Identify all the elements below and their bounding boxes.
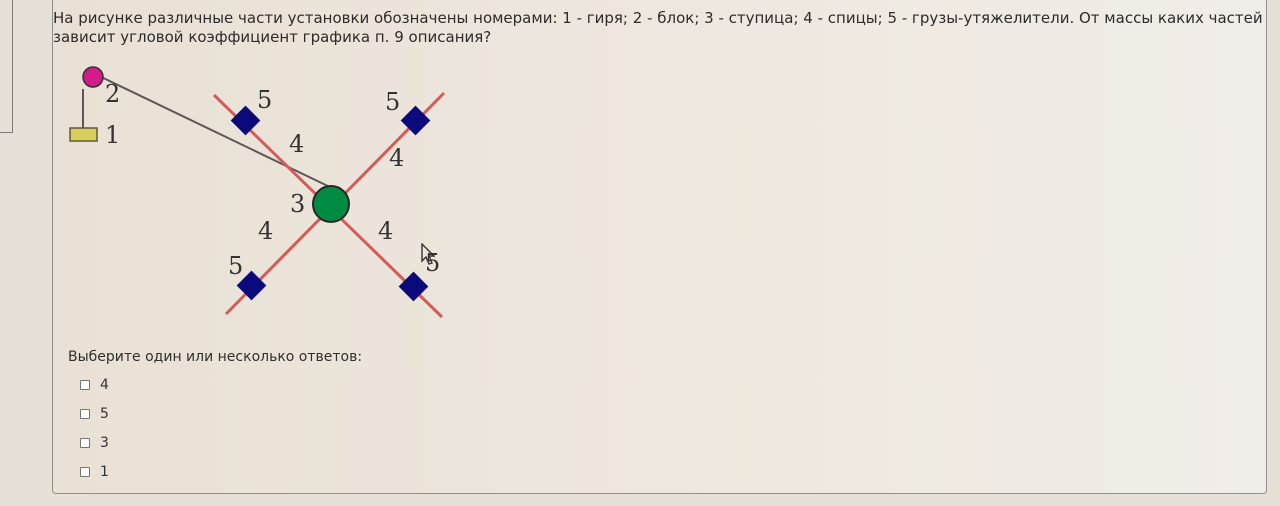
question-text: На рисунке различные части установки обо… [53, 9, 1263, 47]
answer-options: 4 5 3 1 [80, 370, 109, 486]
counterweight-bottom-right [398, 271, 429, 302]
answer-checkbox-5[interactable] [80, 408, 90, 419]
answer-label-4: 4 [100, 376, 109, 393]
counterweight-top-left [230, 105, 261, 136]
answer-option-5[interactable]: 5 [80, 399, 109, 428]
label-spoke-lower-left: 4 [258, 217, 273, 245]
label-pulley: 2 [105, 80, 120, 108]
answer-option-4[interactable]: 4 [80, 370, 109, 399]
answer-option-1[interactable]: 1 [80, 457, 109, 486]
mouse-cursor-icon [421, 243, 435, 265]
answer-checkbox-3[interactable] [80, 437, 90, 448]
label-counterweight-top-right: 5 [385, 88, 400, 116]
label-weight: 1 [105, 121, 120, 149]
question-line-2: зависит угловой коэффициент графика п. 9… [53, 28, 492, 46]
counterweight-top-right [400, 105, 431, 136]
answer-checkbox-1[interactable] [80, 466, 90, 477]
answer-checkbox-4[interactable] [80, 379, 90, 390]
question-card [52, 0, 1267, 494]
answer-label-3: 3 [100, 434, 109, 451]
answer-option-3[interactable]: 3 [80, 428, 109, 457]
answer-label-1: 1 [100, 463, 109, 480]
label-spoke-upper-right: 4 [389, 144, 404, 172]
left-panel-edge [0, 0, 13, 133]
answer-label-5: 5 [100, 405, 109, 422]
label-spoke-upper-left: 4 [289, 130, 304, 158]
apparatus-diagram: 2 1 5 5 4 4 3 4 4 5 5 [69, 66, 446, 319]
pulley-icon [82, 66, 104, 88]
label-hub: 3 [290, 190, 305, 218]
counterweight-bottom-left [236, 270, 267, 301]
answer-instructions: Выберите один или несколько ответов: [68, 349, 363, 365]
label-counterweight-bottom-left: 5 [228, 252, 243, 280]
hub-icon [312, 185, 350, 223]
question-line-1: На рисунке различные части установки обо… [53, 9, 1263, 27]
label-counterweight-top-left: 5 [257, 86, 272, 114]
label-spoke-lower-right: 4 [378, 217, 393, 245]
weight-icon [69, 127, 98, 142]
thread-line [92, 72, 333, 189]
